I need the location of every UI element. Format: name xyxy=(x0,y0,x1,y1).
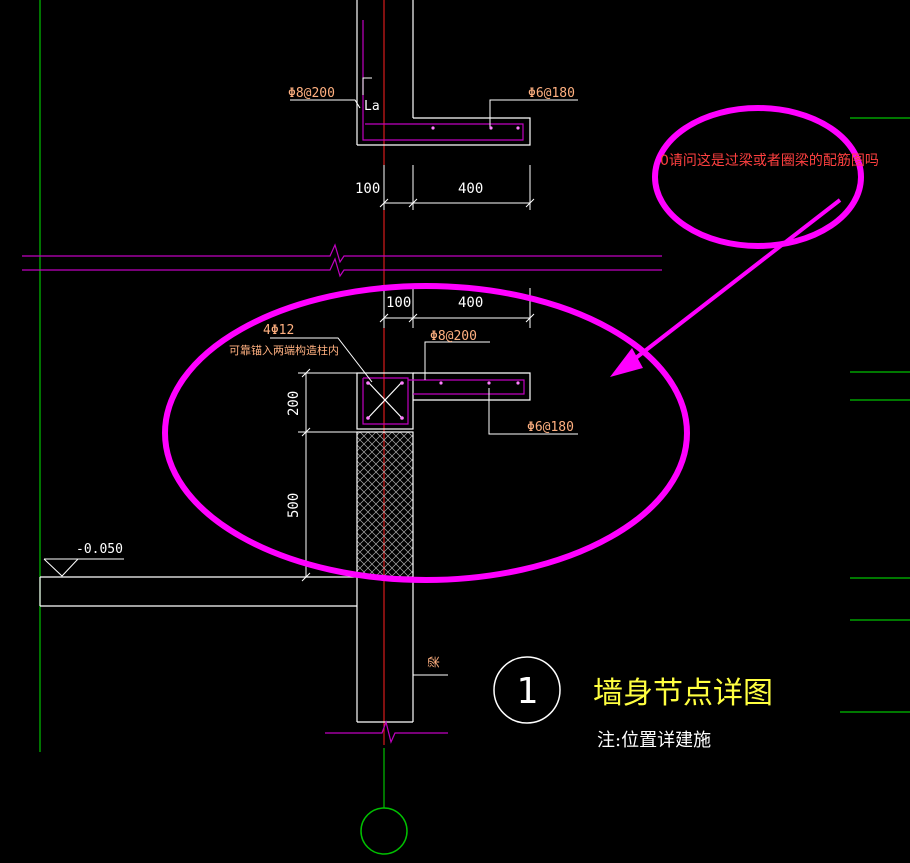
top-dimension-line xyxy=(379,165,535,210)
corner-bars-label: 4Φ12 xyxy=(263,323,294,338)
mid-dimension-line xyxy=(379,288,535,328)
masonry-wall-hatch xyxy=(356,431,414,578)
markup-ellipse-question xyxy=(652,105,864,249)
markup-ellipse-detail xyxy=(162,283,690,583)
top-dim-100: 100 xyxy=(355,181,380,197)
top-rebar-right-label: Φ6@180 xyxy=(528,86,575,101)
lower-break-line xyxy=(325,719,448,744)
mid-dim-400: 400 xyxy=(458,295,483,311)
beam-section xyxy=(356,372,531,430)
vertical-dimension-line xyxy=(298,368,357,582)
top-dim-400: 400 xyxy=(458,181,483,197)
detail-number-circle xyxy=(493,656,561,724)
corner-bar-dots xyxy=(366,381,520,420)
elevation-marker xyxy=(43,558,124,577)
green-lines xyxy=(39,0,910,808)
top-anchor-label: La xyxy=(364,99,380,114)
dim-200-label: 200 xyxy=(286,391,302,416)
dim-500-label: 500 xyxy=(286,493,302,518)
mid-dim-100: 100 xyxy=(386,295,411,311)
elevation-label: -0.050 xyxy=(76,542,123,557)
markup-question-text: 0请问这是过梁或者圈梁的配筋图吗 xyxy=(660,152,879,169)
mid-rebar-left-label: Φ8@200 xyxy=(430,329,477,344)
detail-title: 墙身节点详图 xyxy=(593,676,773,711)
anchor-note-label: 可靠锚入两端构造柱内 xyxy=(229,343,339,357)
top-rebar-dots xyxy=(431,126,520,130)
mid-rebar-right-label: Φ6@180 xyxy=(527,420,574,435)
break-line xyxy=(22,243,662,278)
top-wall-section xyxy=(356,0,531,146)
detail-number: 1 xyxy=(516,671,538,712)
markup-arrow-head xyxy=(610,348,643,377)
axis-bubble xyxy=(360,807,408,855)
detail-note: 注:位置详建施 xyxy=(597,730,711,751)
top-rebar-left-label: Φ8@200 xyxy=(288,86,335,101)
mid-rebar-leaders xyxy=(270,337,578,435)
beam-tag-label: 梁 xyxy=(426,656,441,668)
top-rebar-leaders xyxy=(290,77,578,128)
markup-arrow-shaft xyxy=(626,198,842,366)
